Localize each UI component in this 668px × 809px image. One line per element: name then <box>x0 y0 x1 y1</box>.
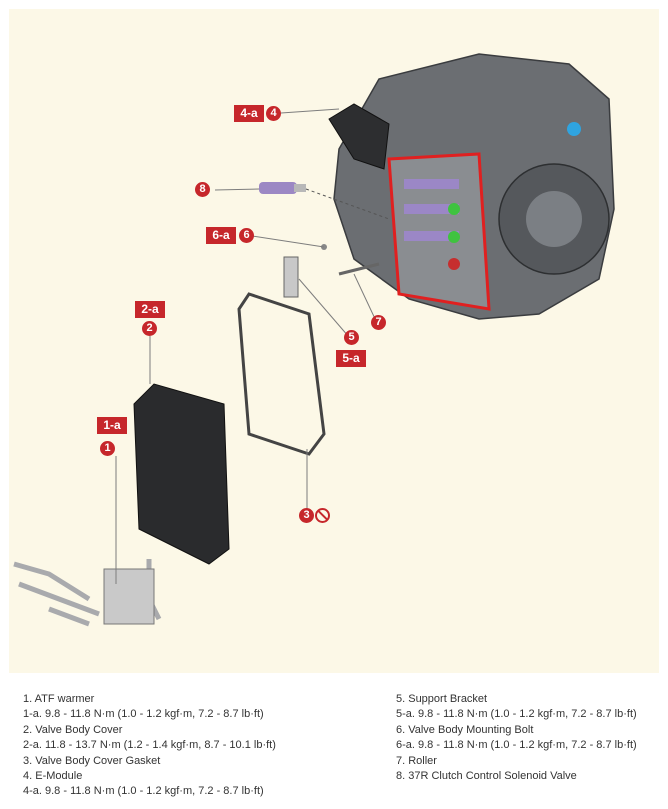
valve-body-gasket <box>237 292 326 456</box>
leader-lines <box>115 108 378 584</box>
solenoid-valve <box>259 182 390 220</box>
legend-right-column: 5. Support Bracket 5-a. 9.8 - 11.8 N·m (… <box>396 692 637 784</box>
callout-tag-6a: 6-a <box>206 227 236 244</box>
legend-item: 6. Valve Body Mounting Bolt <box>396 723 534 736</box>
callout-tag-1a: 1-a <box>97 417 127 434</box>
warmer-core <box>103 568 155 625</box>
legend-item: 6-a. 9.8 - 11.8 N·m (1.0 - 1.2 kgf·m, 7.… <box>396 739 637 752</box>
legend-item: 2-a. 11.8 - 13.7 N·m (1.2 - 1.4 kgf·m, 8… <box>23 739 276 752</box>
legend-item: 1-a. 9.8 - 11.8 N·m (1.0 - 1.2 kgf·m, 7.… <box>23 708 264 721</box>
legend-item: 5. Support Bracket <box>396 693 488 705</box>
callout-number-1: 1 <box>100 441 115 456</box>
diagram-artwork <box>13 53 615 627</box>
e-module <box>328 103 390 170</box>
callout-number-2: 2 <box>142 321 157 336</box>
legend-item: 4-a. 9.8 - 11.8 N·m (1.0 - 1.2 kgf·m, 7.… <box>23 785 264 798</box>
callout-number-5: 5 <box>344 330 359 345</box>
callout-tag-2a: 2-a <box>135 301 165 318</box>
callout-tag-4a: 4-a <box>234 105 264 122</box>
legend-item: 1. ATF warmer <box>23 693 95 705</box>
callout-number-6: 6 <box>239 228 254 243</box>
callout-number-7: 7 <box>371 315 386 330</box>
legend-item: 2. Valve Body Cover <box>23 723 123 736</box>
legend-item: 3. Valve Body Cover Gasket <box>23 754 161 767</box>
support-bracket <box>283 256 299 298</box>
callout-number-4: 4 <box>266 106 281 121</box>
roller <box>338 262 380 276</box>
legend-left-column: 1. ATF warmer 1-a. 9.8 - 11.8 N·m (1.0 -… <box>23 692 276 800</box>
legend-item: 5-a. 9.8 - 11.8 N·m (1.0 - 1.2 kgf·m, 7.… <box>396 708 637 721</box>
legend-item: 7. Roller <box>396 754 437 767</box>
valve-body-cover <box>133 383 230 565</box>
callout-tag-5a: 5-a <box>336 350 366 367</box>
transmission-assembly <box>333 53 615 320</box>
legend-item: 4. E-Module <box>23 769 83 782</box>
callout-number-8: 8 <box>195 182 210 197</box>
exploded-diagram: 1-a 1 2-a 2 3 4-a 4 5 5-a 6-a 6 7 8 <box>9 9 659 673</box>
legend-item: 8. 37R Clutch Control Solenoid Valve <box>396 769 577 782</box>
callout-number-3: 3 <box>299 508 314 523</box>
no-reuse-icon <box>315 508 330 523</box>
